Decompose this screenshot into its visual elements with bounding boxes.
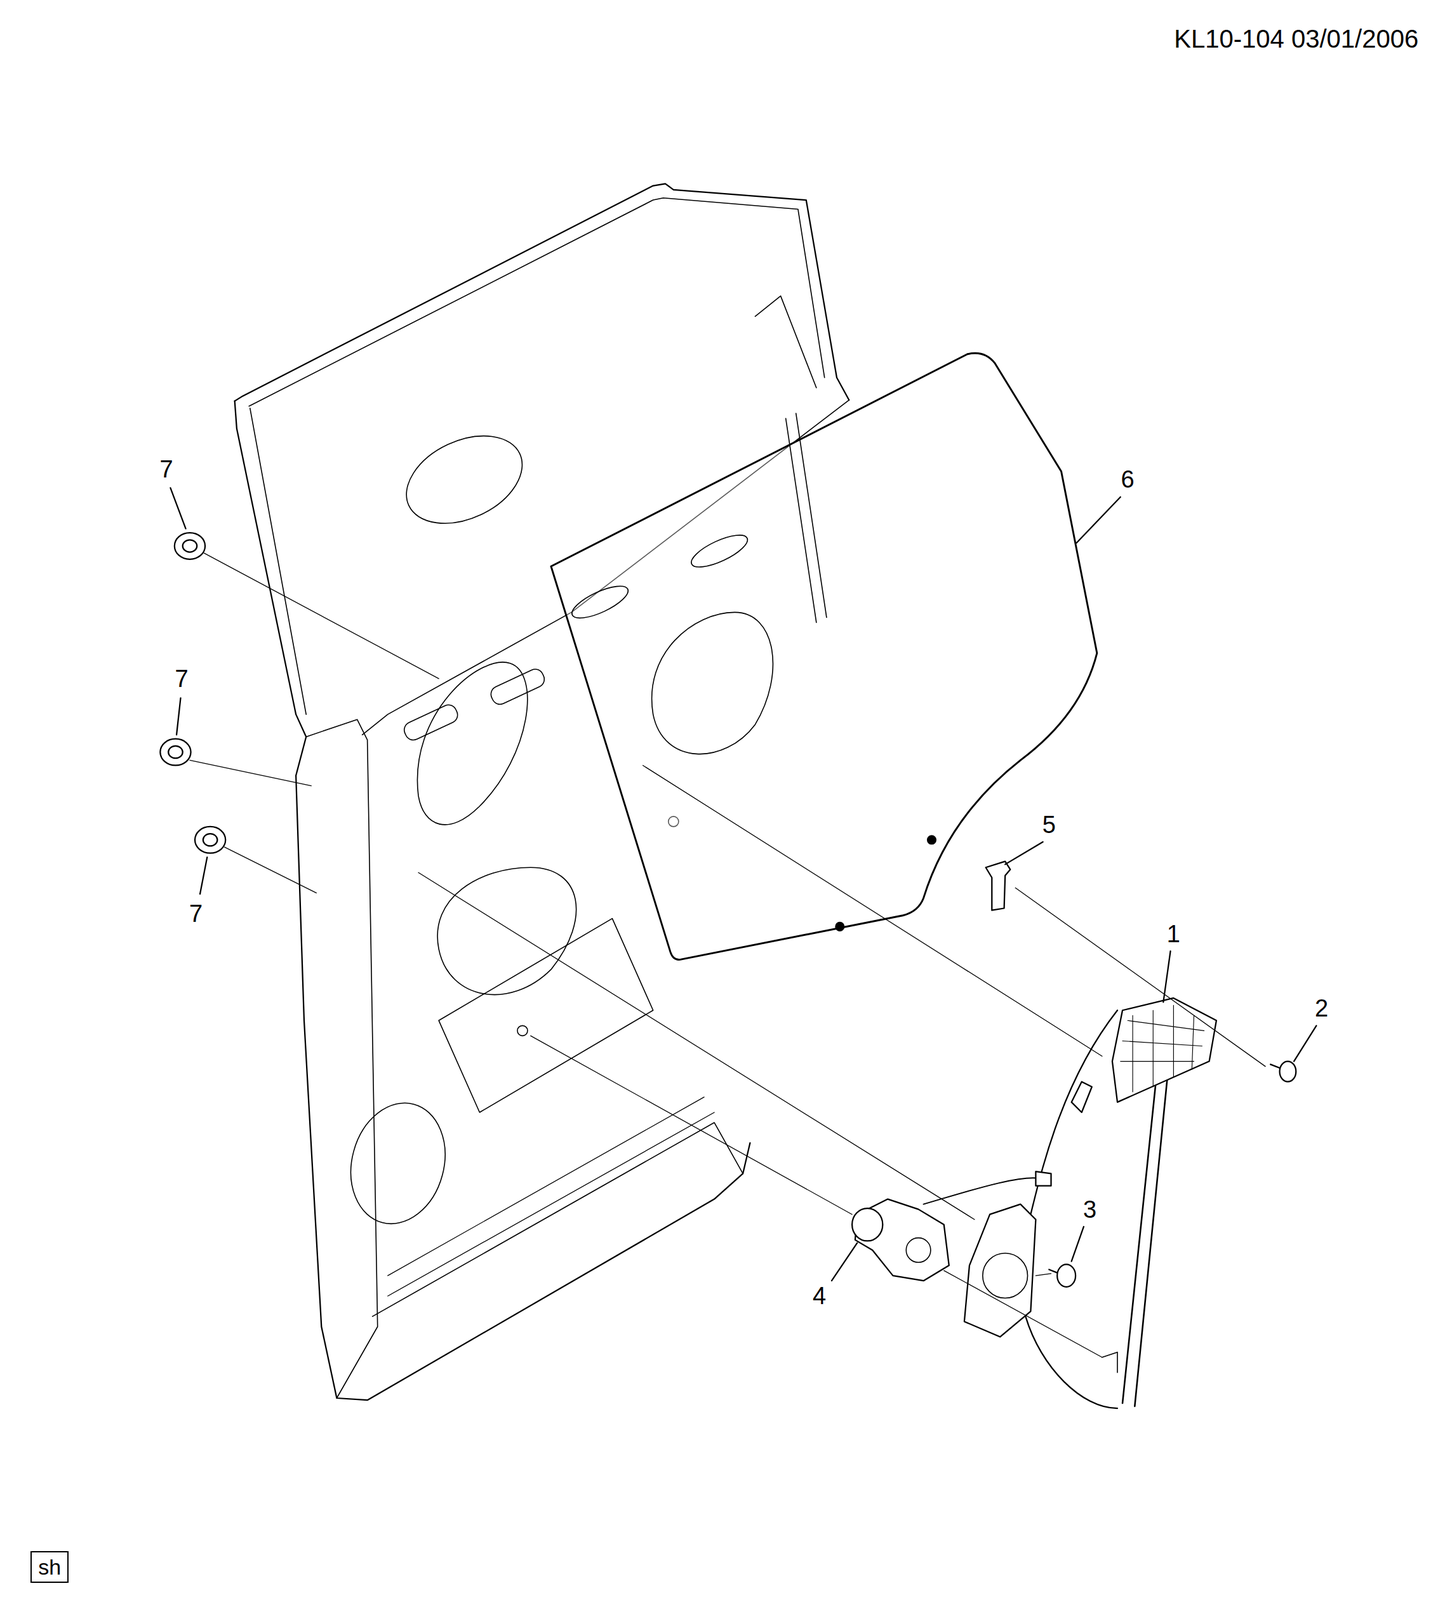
glass-hole: [835, 922, 844, 931]
callout-number: 7: [189, 901, 203, 926]
grommet: [174, 532, 206, 560]
grommet: [159, 739, 191, 766]
sheet-id: KL10-104 03/01/2006: [1173, 26, 1419, 52]
door-edge: [306, 719, 378, 1399]
motor-housing: [852, 1208, 883, 1241]
glass-clip: [985, 861, 1011, 911]
rail-bracket: [1102, 1352, 1118, 1373]
window-frame-inner: [248, 198, 825, 407]
panel-opening: [392, 418, 536, 541]
panel-slot: [488, 666, 547, 708]
wire-connector: [1035, 1171, 1051, 1186]
callout-number: 3: [1083, 1197, 1097, 1222]
regulator-cable: [1025, 1316, 1118, 1409]
drum-gear: [982, 1253, 1028, 1299]
panel-recess: [438, 918, 654, 1113]
callout-number: 6: [1120, 467, 1134, 492]
regulator-cable: [1030, 1010, 1118, 1214]
panel-slot: [568, 579, 633, 625]
panel-opening: [437, 867, 577, 995]
rear-channel: [754, 295, 816, 388]
frame-post-inner: [250, 408, 307, 715]
callout-leader: [170, 487, 1317, 1281]
callout-number: 2: [1314, 996, 1329, 1021]
panel-slot: [687, 528, 752, 574]
callout-number: 7: [159, 457, 173, 482]
door-bottom: [372, 1122, 743, 1317]
callout-number: 7: [175, 666, 189, 691]
grommet: [194, 826, 226, 854]
carrier-texture: [1120, 1005, 1205, 1093]
callout-number: 4: [812, 1283, 826, 1308]
motor-wire: [923, 1177, 1042, 1204]
tag-text: sh: [38, 1556, 61, 1578]
glass-channel: [796, 413, 827, 618]
assembly-line: [189, 552, 1266, 1358]
regulator-drum: [964, 1204, 1037, 1338]
callout-number: 5: [1042, 812, 1056, 837]
regulator-carrier: [1112, 998, 1217, 1103]
panel-rib: [387, 1112, 715, 1296]
panel-rib: [387, 1097, 705, 1276]
callout-number: 1: [1166, 921, 1181, 946]
bolt: [1048, 1264, 1076, 1287]
glass-hole: [927, 835, 936, 844]
screw: [1270, 1061, 1296, 1082]
cable-sleeve: [1071, 1081, 1093, 1113]
panel-opening: [417, 662, 527, 825]
panel-hole: [517, 1025, 528, 1036]
panel-opening: [652, 612, 774, 754]
speaker-opening: [337, 1092, 459, 1235]
corner-tag: sh: [30, 1551, 69, 1583]
door-glass: [551, 352, 1098, 960]
frame-post: [234, 401, 307, 738]
window-frame: [234, 183, 850, 401]
motor-gear: [905, 1238, 931, 1263]
